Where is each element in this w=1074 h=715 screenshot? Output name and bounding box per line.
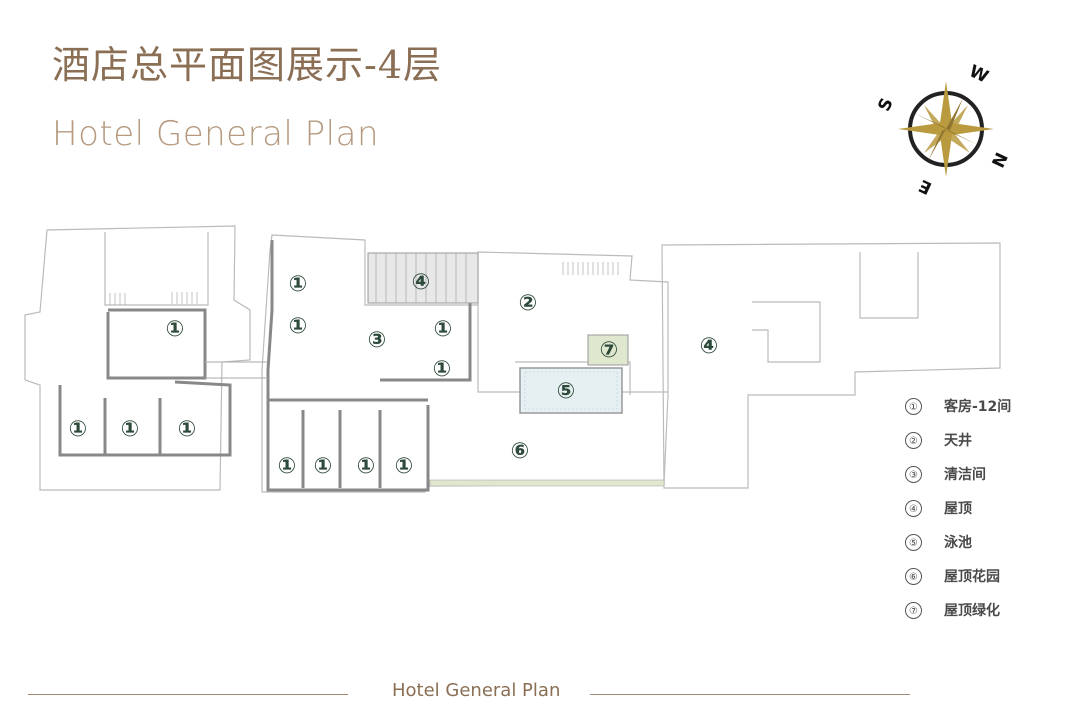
plan-area-label: ① xyxy=(395,454,414,479)
legend-label: 清洁间 xyxy=(944,467,986,483)
legend-num: ⑤ xyxy=(905,534,922,551)
plan-area-label: ① xyxy=(69,417,88,442)
plan-area-label: ⑦ xyxy=(600,338,619,363)
plan-area-label: ⑤ xyxy=(557,379,576,404)
plan-area-label: ① xyxy=(121,417,140,442)
plan-area-label: ② xyxy=(519,291,538,316)
legend-num: ⑥ xyxy=(905,568,922,585)
corridor-bridge xyxy=(205,361,268,379)
hatched-roof xyxy=(367,252,479,304)
legend-label: 天井 xyxy=(944,433,972,449)
legend-item: ③ 清洁间 xyxy=(905,464,1070,498)
legend-label: 屋顶 xyxy=(944,501,972,517)
legend-label: 泳池 xyxy=(944,535,972,551)
plan-area-label: ① xyxy=(289,272,308,297)
garden-edge xyxy=(429,479,665,487)
stairs xyxy=(109,262,619,305)
legend-item: ① 客房-12间 xyxy=(905,396,1070,430)
plan-area-label: ① xyxy=(278,454,297,479)
legend-item: ④ 屋顶 xyxy=(905,498,1070,532)
legend-label: 客房-12间 xyxy=(944,399,1012,415)
plan-area-label: ① xyxy=(166,317,185,342)
pool-area xyxy=(519,367,623,414)
legend-label: 屋顶绿化 xyxy=(944,603,1000,619)
pool-water xyxy=(524,371,618,410)
page-title: 酒店总平面图展示-4层 xyxy=(52,43,443,87)
plan-area-label: ④ xyxy=(412,270,431,295)
legend-item: ⑤ 泳池 xyxy=(905,532,1070,566)
footer-divider-right xyxy=(590,694,910,695)
legend-label: 屋顶花园 xyxy=(944,569,1000,585)
legend-num: ④ xyxy=(905,500,922,517)
page-subtitle: Hotel General Plan xyxy=(52,114,380,154)
footer-divider-left xyxy=(28,694,348,695)
legend-num: ⑦ xyxy=(905,602,922,619)
legend-num: ① xyxy=(905,398,922,415)
rooftop-greenery xyxy=(587,334,629,366)
legend: ① 客房-12间 ② 天井 ③ 清洁间 ④ 屋顶 ⑤ 泳池 ⑥ 屋顶花园 ⑦ 屋… xyxy=(905,396,1070,634)
plan-area-label: ④ xyxy=(700,334,719,359)
plan-outlines xyxy=(24,225,1001,493)
plan-area-label: ① xyxy=(434,317,453,342)
plan-area-label: ⑥ xyxy=(511,439,530,464)
plan-area-label: ③ xyxy=(368,328,387,353)
legend-num: ③ xyxy=(905,466,922,483)
plan-area-label: ① xyxy=(357,454,376,479)
legend-item: ② 天井 xyxy=(905,430,1070,464)
plan-area-label: ① xyxy=(178,417,197,442)
plan-area-label: ① xyxy=(289,314,308,339)
legend-num: ② xyxy=(905,432,922,449)
legend-item: ⑥ 屋顶花园 xyxy=(905,566,1070,600)
footer-text: Hotel General Plan xyxy=(392,680,561,701)
compass-star xyxy=(898,81,994,177)
legend-item: ⑦ 屋顶绿化 xyxy=(905,600,1070,634)
plan-area-label: ① xyxy=(433,357,452,382)
compass-rose: W S N E xyxy=(874,61,1010,197)
plan-area-label: ① xyxy=(314,454,333,479)
